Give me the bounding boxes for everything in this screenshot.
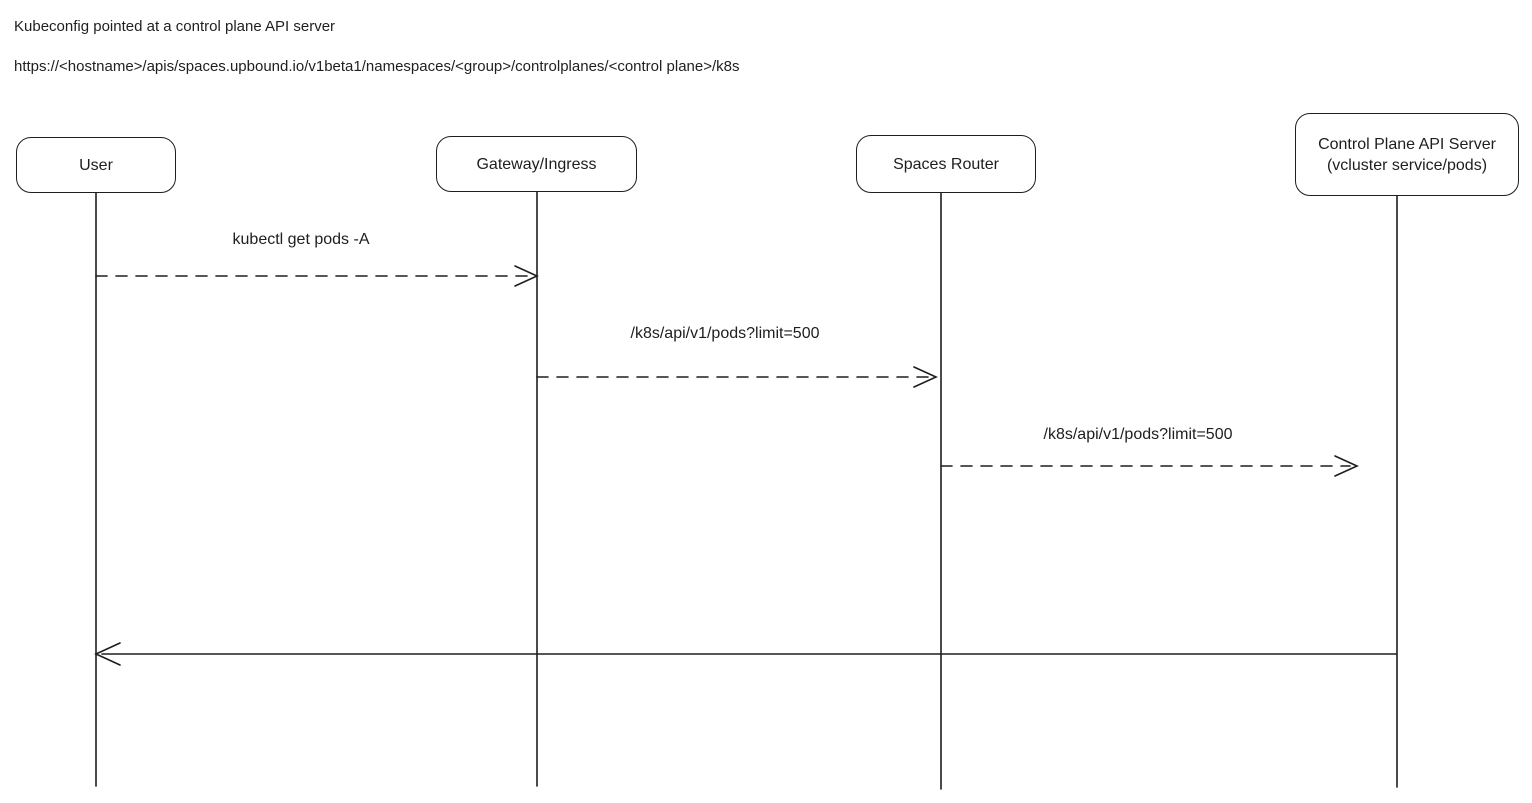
actor-user: User bbox=[16, 137, 176, 193]
actor-control-plane-label: Control Plane API Server bbox=[1318, 135, 1496, 153]
diagram-title: Kubeconfig pointed at a control plane AP… bbox=[14, 18, 336, 35]
actor-spaces-router: Spaces Router bbox=[856, 135, 1036, 193]
message-label-kubectl-get-pods: kubectl get pods -A bbox=[232, 231, 370, 248]
arrowhead-gateway-to-spaces bbox=[913, 366, 938, 388]
actor-gateway-ingress-label: Gateway/Ingress bbox=[476, 155, 597, 173]
actor-control-plane-api-server: Control Plane API Server (vcluster servi… bbox=[1295, 113, 1519, 196]
actor-control-plane-sublabel: (vcluster service/pods) bbox=[1326, 156, 1488, 174]
arrowhead-spaces-to-control-plane bbox=[1334, 455, 1359, 477]
actor-spaces-router-label: Spaces Router bbox=[893, 155, 999, 173]
actor-user-label: User bbox=[79, 156, 113, 174]
arrowhead-response-to-user bbox=[94, 642, 121, 666]
message-label-k8s-api-pods-1: /k8s/api/v1/pods?limit=500 bbox=[630, 325, 820, 342]
actor-gateway-ingress: Gateway/Ingress bbox=[436, 136, 637, 192]
arrowhead-user-to-gateway bbox=[514, 265, 539, 287]
diagram-url: https://<hostname>/apis/spaces.upbound.i… bbox=[14, 58, 740, 75]
message-label-k8s-api-pods-2: /k8s/api/v1/pods?limit=500 bbox=[1043, 426, 1233, 443]
